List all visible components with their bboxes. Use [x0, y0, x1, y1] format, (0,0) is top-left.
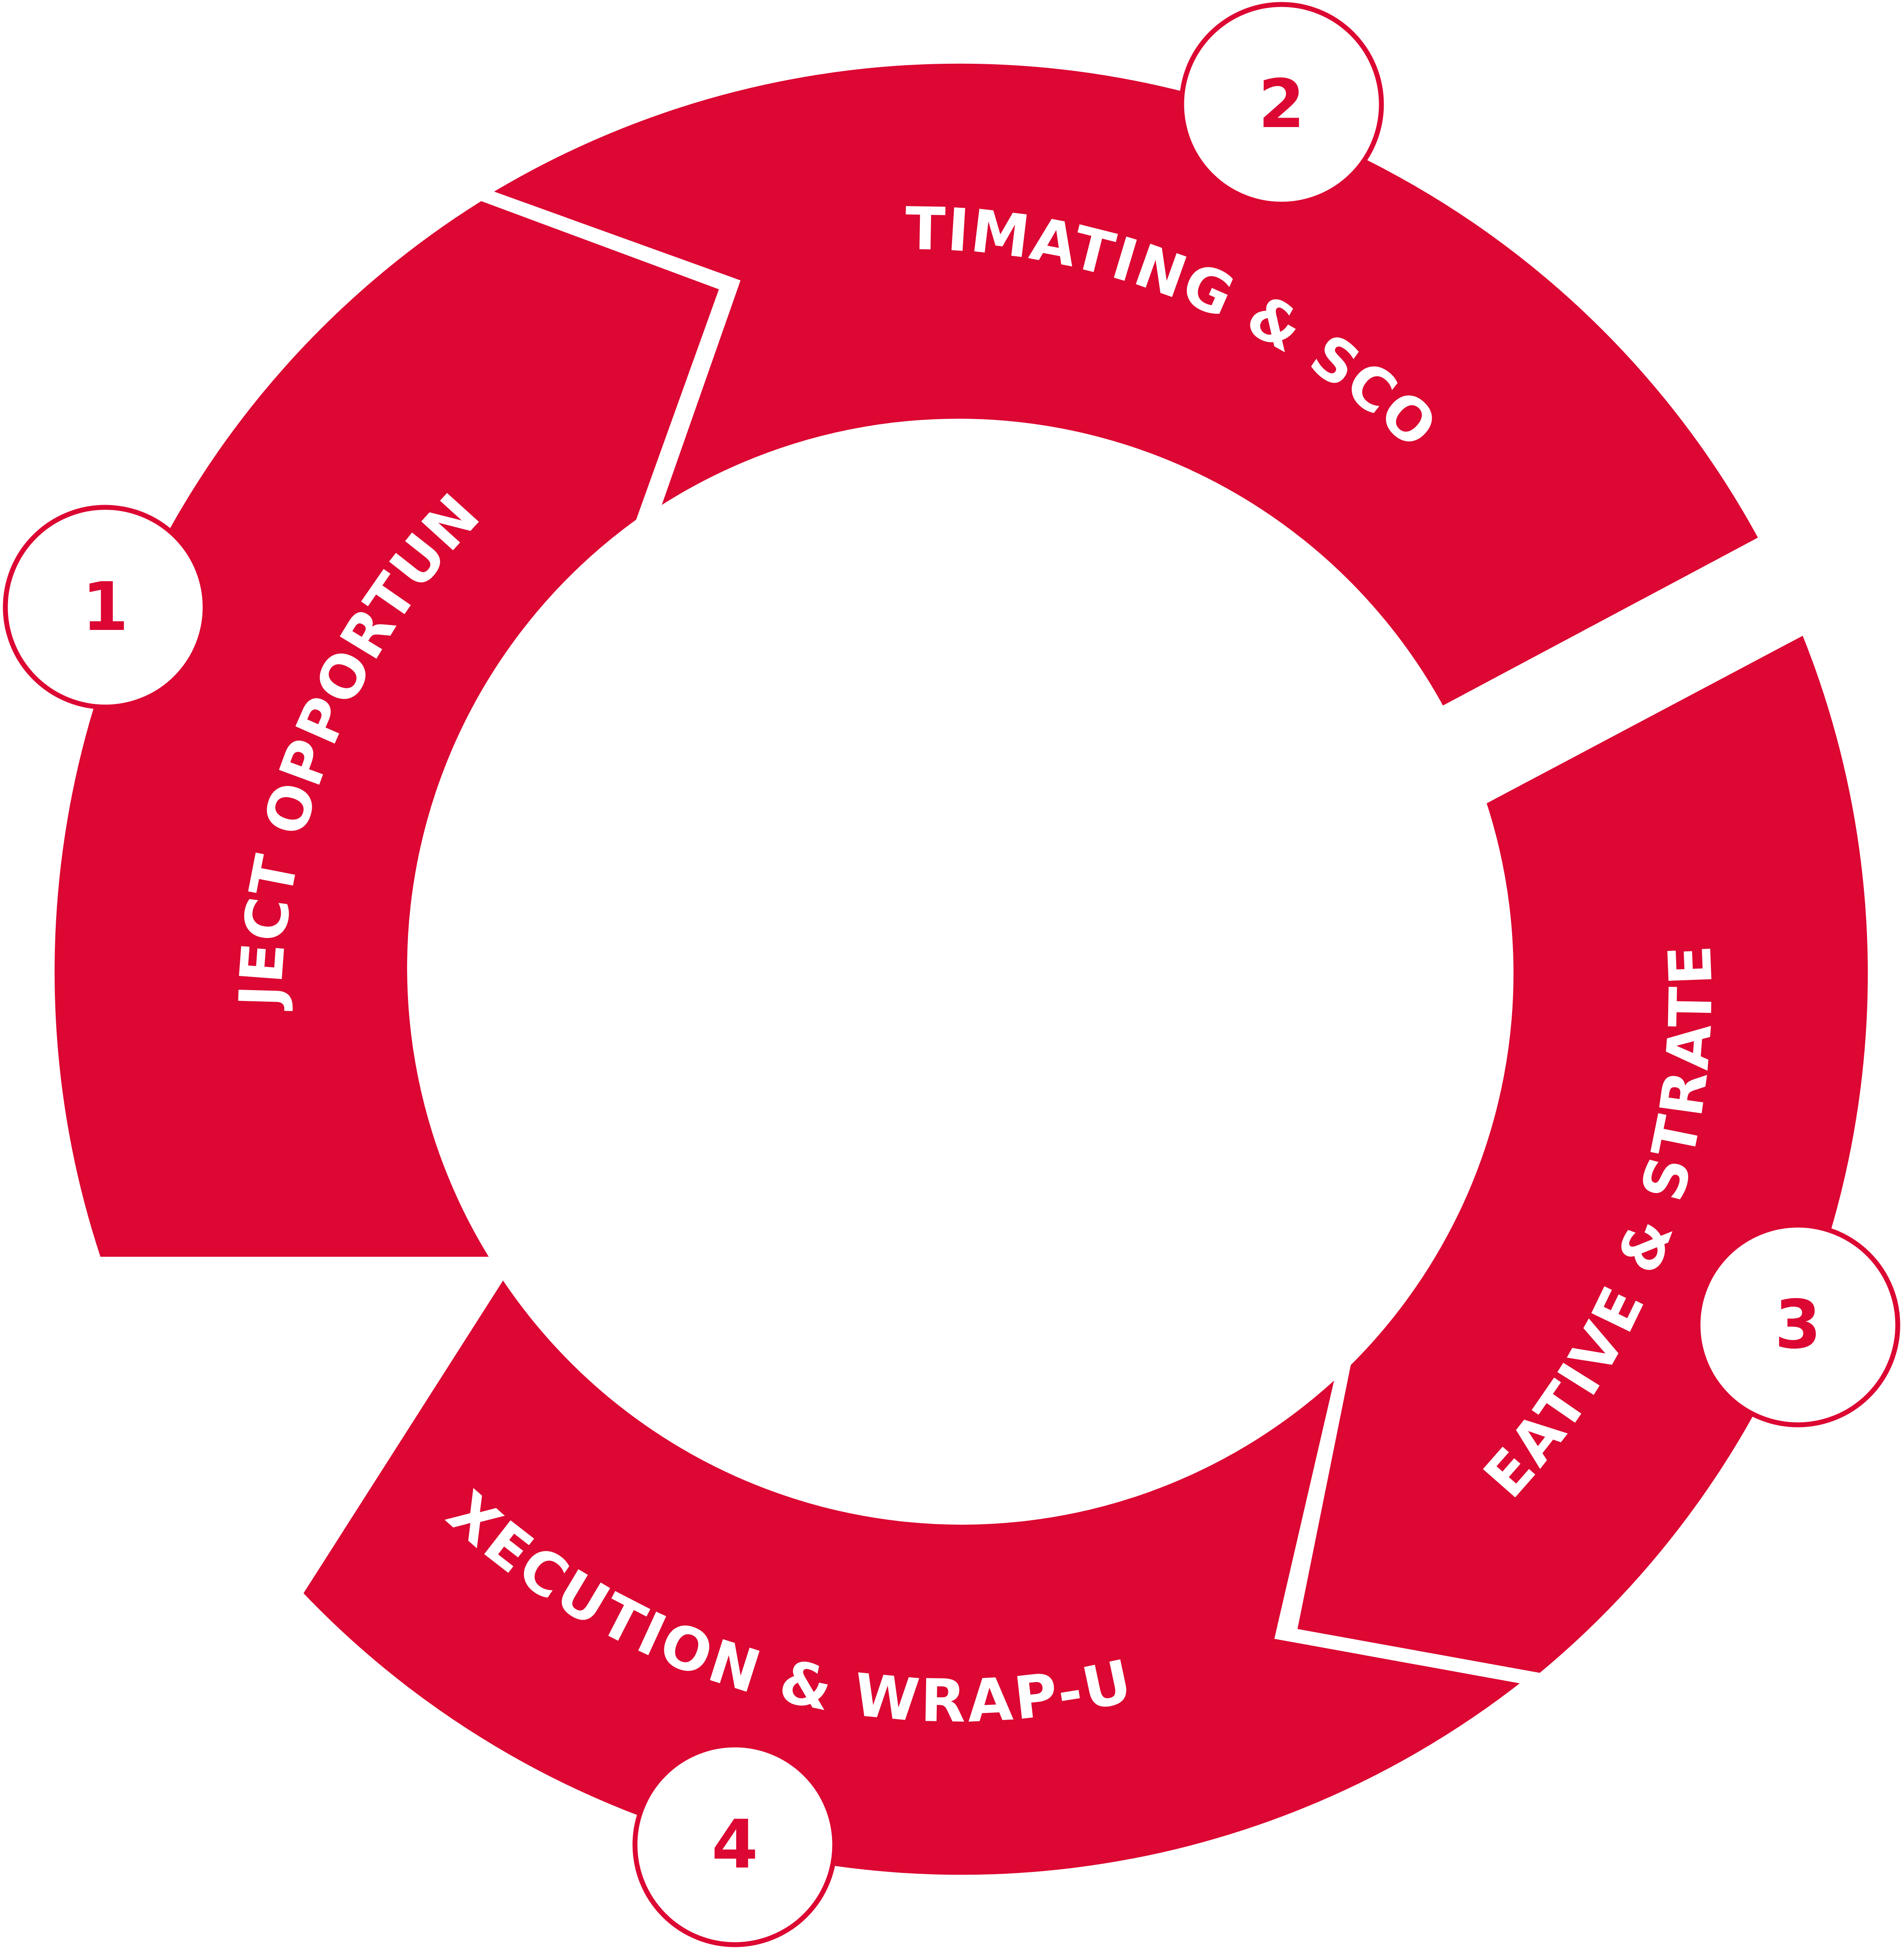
step-badge-4: 4: [632, 1742, 837, 1947]
step-number-4: 4: [712, 1806, 758, 1884]
segment-estimating-scope: [473, 54, 1770, 718]
step-number-2: 2: [1258, 66, 1305, 143]
step-badge-2: 2: [1179, 2, 1384, 207]
segment-project-opportunity: [45, 191, 730, 1266]
step-badge-1: 1: [3, 505, 208, 710]
step-number-1: 1: [82, 568, 128, 646]
step-number-3: 3: [1775, 1286, 1821, 1364]
step-badge-3: 3: [1695, 1222, 1900, 1428]
segment-creative-strategy: [1287, 623, 1877, 1683]
segment-execution-wrapup: [292, 1264, 1541, 1884]
